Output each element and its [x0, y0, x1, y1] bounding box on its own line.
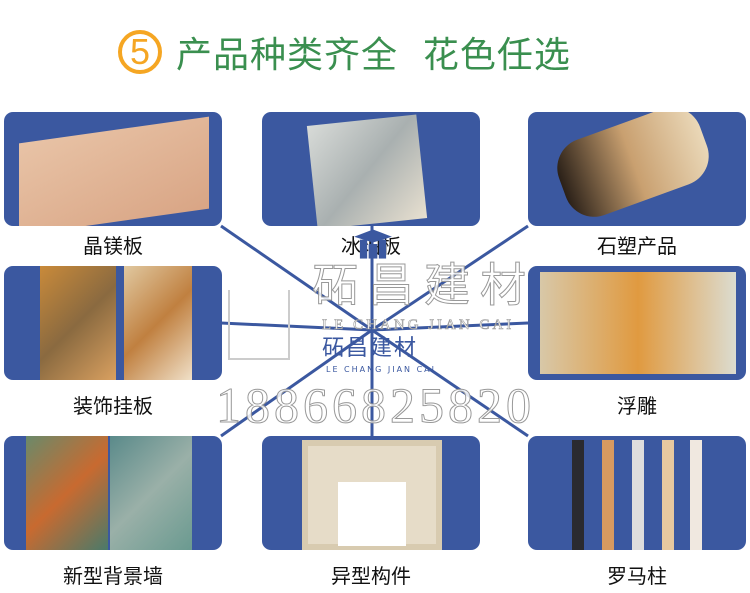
product-card-relief[interactable]: [528, 266, 746, 380]
product-image: [19, 116, 209, 226]
product-image: [548, 112, 718, 226]
product-card-decorative-hanging-panel[interactable]: [4, 266, 222, 380]
watermark-logo-icon: [228, 290, 290, 360]
product-image: [632, 440, 644, 550]
product-label: 装饰挂板: [73, 394, 153, 418]
product-image: [302, 440, 442, 550]
product-card-stone-plastic-products[interactable]: [528, 112, 746, 226]
section-number-badge: 5: [118, 30, 162, 74]
connector-line: [220, 328, 373, 438]
connector-line: [371, 224, 529, 332]
product-image: [690, 440, 702, 550]
product-image: [40, 266, 116, 380]
watermark-brand-en: LE CHANG JIAN CAI: [322, 317, 515, 333]
product-label: 新型背景墙: [63, 564, 163, 588]
product-label: 浮雕: [617, 394, 657, 418]
logo-brand-cn: 砳昌建材: [322, 336, 419, 361]
connector-line: [371, 321, 529, 332]
connector-line: [220, 321, 373, 332]
watermark-brand-cn: 砳昌建材: [312, 258, 536, 312]
product-image: [540, 272, 736, 374]
product-image: [306, 114, 428, 226]
graduation-cap-logo-icon: [354, 229, 392, 259]
product-image: [26, 436, 108, 550]
section-title: 5 产品种类齐全 花色任选: [118, 26, 571, 78]
product-label: 石塑产品: [597, 234, 677, 258]
product-label: 晶镁板: [83, 234, 143, 258]
product-card-roman-column[interactable]: [528, 436, 746, 550]
product-image: [602, 440, 614, 550]
product-card-new-background-wall[interactable]: [4, 436, 222, 550]
product-label: 异型构件: [331, 564, 411, 588]
product-image: [110, 436, 192, 550]
product-image: [124, 266, 192, 380]
product-image: [572, 440, 584, 550]
logo-brand-en: LE CHANG JIAN CAI: [326, 365, 436, 374]
product-card-crystal-magnesium-board[interactable]: [4, 112, 222, 226]
product-card-ice-amber-board[interactable]: [262, 112, 480, 226]
product-image: [662, 440, 674, 550]
connector-line: [220, 224, 373, 332]
section-title-text: 产品种类齐全 花色任选: [176, 35, 571, 76]
watermark-phone: 18866825820: [216, 377, 535, 433]
product-label: 罗马柱: [607, 564, 667, 588]
product-card-special-shaped-components[interactable]: [262, 436, 480, 550]
connector-line: [371, 328, 529, 438]
